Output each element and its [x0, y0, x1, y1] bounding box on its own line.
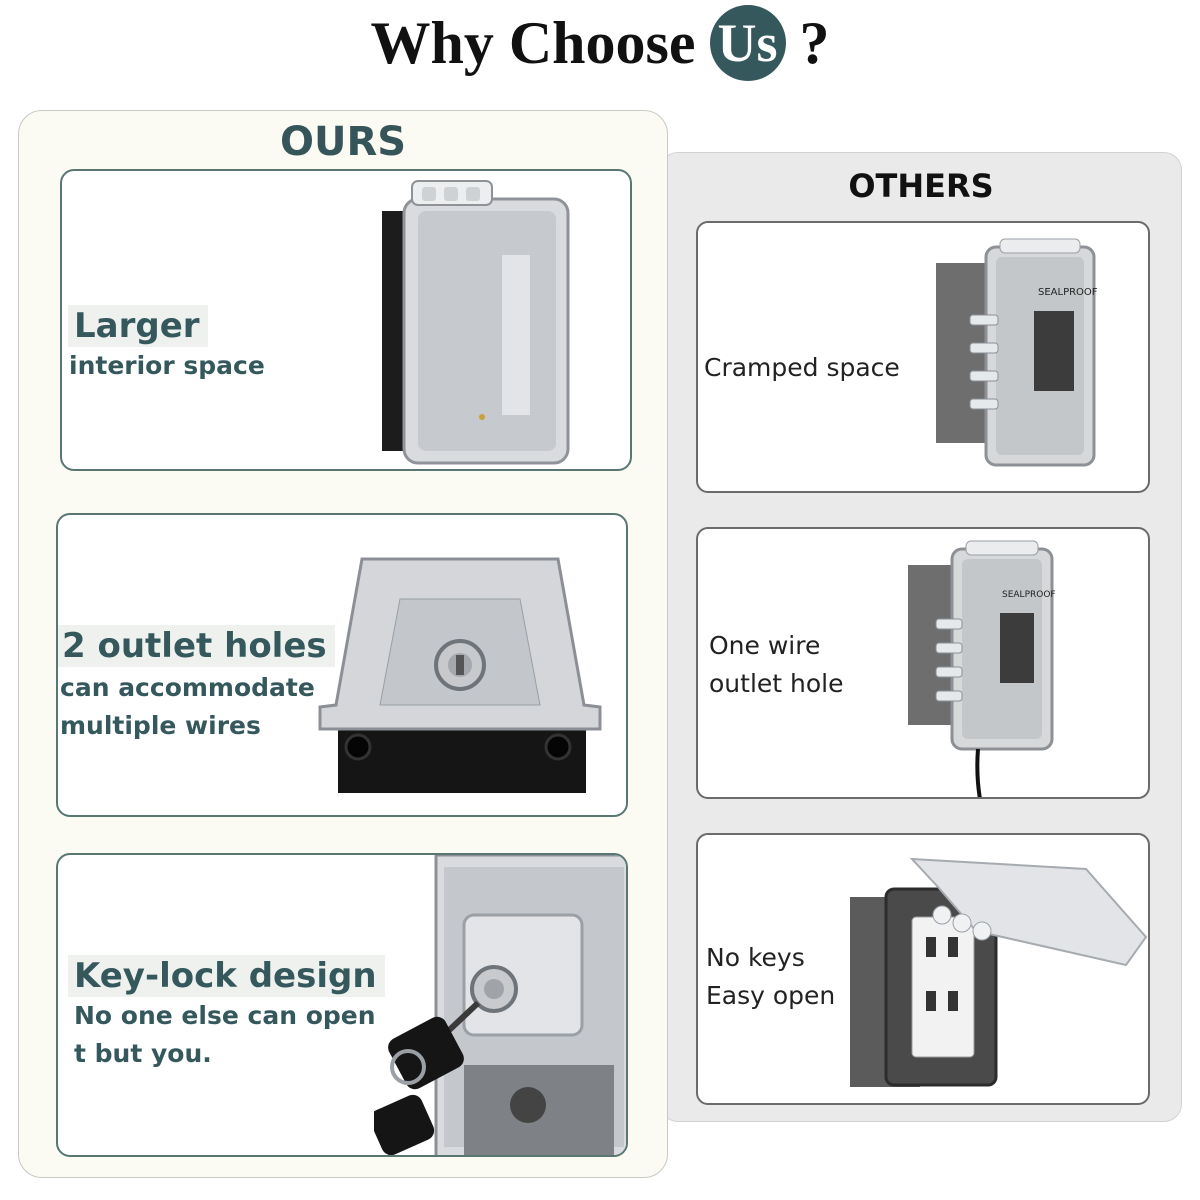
- others-card-space-label: Cramped space: [704, 353, 900, 382]
- others-wire-box-brand: SEALPROOF: [1002, 590, 1056, 600]
- ours-lock-box-image: [374, 855, 626, 1155]
- page-title: Why Choose Us ?: [0, 5, 1200, 81]
- others-card-nokey: No keys Easy open: [696, 833, 1150, 1105]
- others-box-image: SEALPROOF: [936, 238, 1098, 467]
- ours-card-space-desc: interior space: [69, 351, 265, 380]
- others-open-box-image: [850, 857, 1148, 1087]
- title-suffix: ?: [799, 9, 830, 76]
- ours-panel: OURS Larger interior space 2 outlet hole…: [18, 110, 668, 1178]
- ours-card-lock-desc: No one else can open t but you.: [74, 1001, 376, 1068]
- others-card-space: Cramped space SEALPROOF: [696, 221, 1150, 493]
- ours-card-holes-desc: can accommodate multiple wires: [60, 673, 315, 740]
- others-heading: OTHERS: [848, 167, 994, 205]
- others-panel: OTHERS Cramped space SEALPROOF One wire …: [660, 152, 1182, 1122]
- ours-box-image: [382, 180, 570, 465]
- ours-holes-box-image: [318, 557, 602, 793]
- ours-card-lock: Key-lock design No one else can open t b…: [56, 853, 628, 1157]
- others-wire-box-image: SEALPROOF: [908, 540, 1056, 797]
- ours-card-holes-title: 2 outlet holes: [58, 625, 335, 667]
- ours-card-holes: 2 outlet holes can accommodate multiple …: [56, 513, 628, 817]
- title-prefix: Why Choose: [370, 9, 696, 76]
- ours-heading: OURS: [279, 119, 407, 165]
- others-card-nokey-label: No keys Easy open: [706, 943, 836, 1010]
- others-card-wire: One wire outlet hole SEALPROOF: [696, 527, 1150, 799]
- ours-card-space: Larger interior space: [60, 169, 632, 471]
- others-box-brand: SEALPROOF: [1038, 287, 1098, 298]
- ours-card-space-title: Larger: [68, 305, 208, 347]
- others-card-wire-label: One wire outlet hole: [709, 631, 844, 698]
- ours-card-lock-title: Key-lock design: [68, 955, 385, 997]
- title-badge: Us: [709, 5, 786, 81]
